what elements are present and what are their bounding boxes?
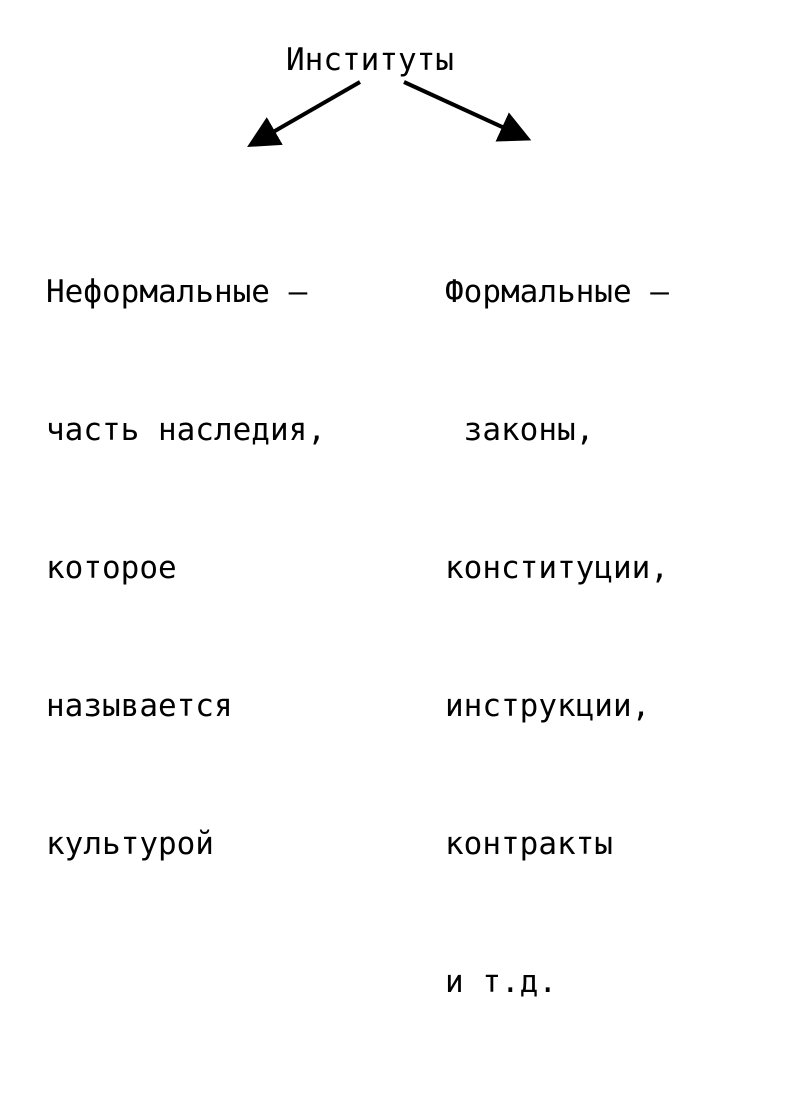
- arrow-to-informal: [247, 80, 361, 147]
- formal-line: и т.д.: [445, 964, 557, 1000]
- formal-line: Формальные –: [445, 274, 669, 310]
- diagram-title: Институты: [286, 42, 454, 78]
- informal-line: которое: [46, 550, 177, 586]
- informal-line: культурой: [46, 826, 214, 862]
- informal-line: называется: [46, 688, 233, 724]
- formal-institutions-text: Формальные – законы, конституции, инстру…: [445, 177, 669, 1097]
- informal-line: часть наследия,: [46, 412, 326, 448]
- formal-line: конституции,: [445, 550, 669, 586]
- connector-arrows: [247, 80, 532, 147]
- formal-line: инструкции,: [445, 688, 651, 724]
- formal-line: законы,: [445, 412, 595, 448]
- informal-line: Неформальные –: [46, 274, 308, 310]
- arrow-to-formal: [403, 80, 532, 142]
- formal-line: контракты: [445, 826, 613, 862]
- informal-institutions-text: Неформальные – часть наследия, которое н…: [46, 177, 326, 959]
